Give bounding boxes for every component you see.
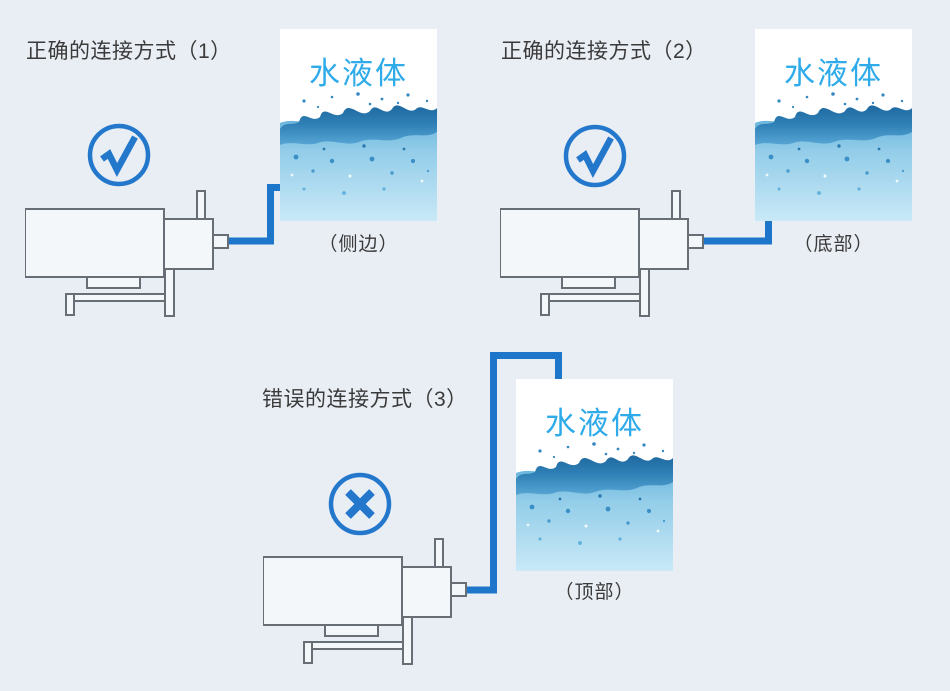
pipe-path-top (463, 352, 562, 594)
water-tank: 水液体 (755, 29, 912, 221)
pump-illustration (500, 190, 704, 317)
pipe-path-side (225, 184, 283, 245)
pump-illustration (263, 538, 467, 665)
tank-label: 水液体 (784, 56, 883, 91)
pipe-path-bottom (700, 217, 772, 245)
connection-position-label: （侧边） (318, 234, 399, 255)
tank-label: 水液体 (309, 56, 408, 91)
water-tank: 水液体 (516, 379, 673, 571)
panel-title-2: 正确的连接方式（2） (501, 40, 707, 63)
panel-title-3: 错误的连接方式（3） (262, 388, 468, 411)
cross-icon (327, 471, 393, 537)
connection-position-label: （底部） (793, 234, 874, 255)
pump-illustration (25, 190, 229, 317)
check-icon (562, 123, 628, 189)
panel-title-1: 正确的连接方式（1） (26, 40, 232, 63)
tank-label: 水液体 (545, 406, 644, 441)
connection-position-label: （顶部） (554, 582, 635, 603)
water-tank: 水液体 (280, 29, 437, 221)
check-icon (86, 122, 152, 188)
